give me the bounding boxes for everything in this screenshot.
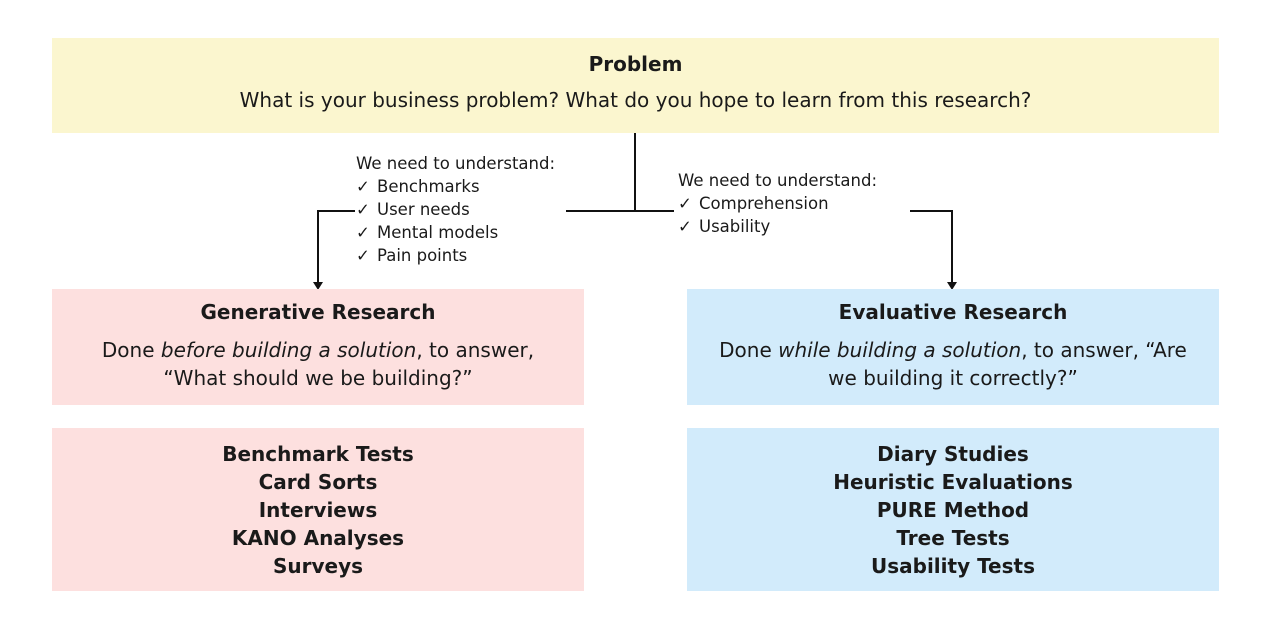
method-item: Benchmark Tests [222,442,414,466]
evaluative-title: Evaluative Research [838,300,1068,324]
check-icon: ✓ [356,223,370,242]
check-icon: ✓ [678,217,692,236]
need-item: ✓Benchmarks [356,177,480,196]
arrowhead-generative [313,282,323,290]
generative-title: Generative Research [200,300,436,324]
problem-description: What is your business problem? What do y… [239,88,1032,112]
need-item: ✓Pain points [356,246,468,265]
check-icon: ✓ [356,246,370,265]
method-item: Interviews [258,498,378,522]
arrow-to-evaluative [910,210,953,286]
evaluative-description: Done while building a solution, to answe… [719,338,1187,390]
generative-needs: We need to understand: ✓Benchmarks ✓User… [356,152,555,267]
generative-needs-heading: We need to understand: [356,154,556,173]
generative-description: Done before building a solution, to answ… [101,338,535,390]
arrowhead-evaluative [947,282,957,290]
generative-methods-box: Benchmark Tests Card Sorts Interviews KA… [52,428,584,591]
need-item: ✓Comprehension [678,194,829,213]
problem-box: Problem What is your business problem? W… [52,38,1219,133]
method-item: Heuristic Evaluations [833,470,1073,494]
method-item: Card Sorts [258,470,378,494]
check-icon: ✓ [678,194,692,213]
need-item: ✓Usability [678,217,771,236]
check-icon: ✓ [356,200,370,219]
generative-research-box: Generative Research Done before building… [52,289,584,405]
evaluative-needs-heading: We need to understand: [678,171,878,190]
need-item: ✓User needs [356,200,470,219]
method-item: Surveys [272,554,364,578]
method-item: Tree Tests [896,526,1010,550]
method-item: PURE Method [876,498,1030,522]
evaluative-needs: We need to understand: ✓Comprehension ✓U… [678,169,877,238]
evaluative-research-box: Evaluative Research Done while building … [687,289,1219,405]
method-item: KANO Analyses [231,526,405,550]
arrow-to-generative [317,210,355,286]
method-item: Diary Studies [877,442,1029,466]
evaluative-methods-box: Diary Studies Heuristic Evaluations PURE… [687,428,1219,591]
need-item: ✓Mental models [356,223,499,242]
method-item: Usability Tests [870,554,1035,578]
problem-title: Problem [588,52,683,76]
check-icon: ✓ [356,177,370,196]
